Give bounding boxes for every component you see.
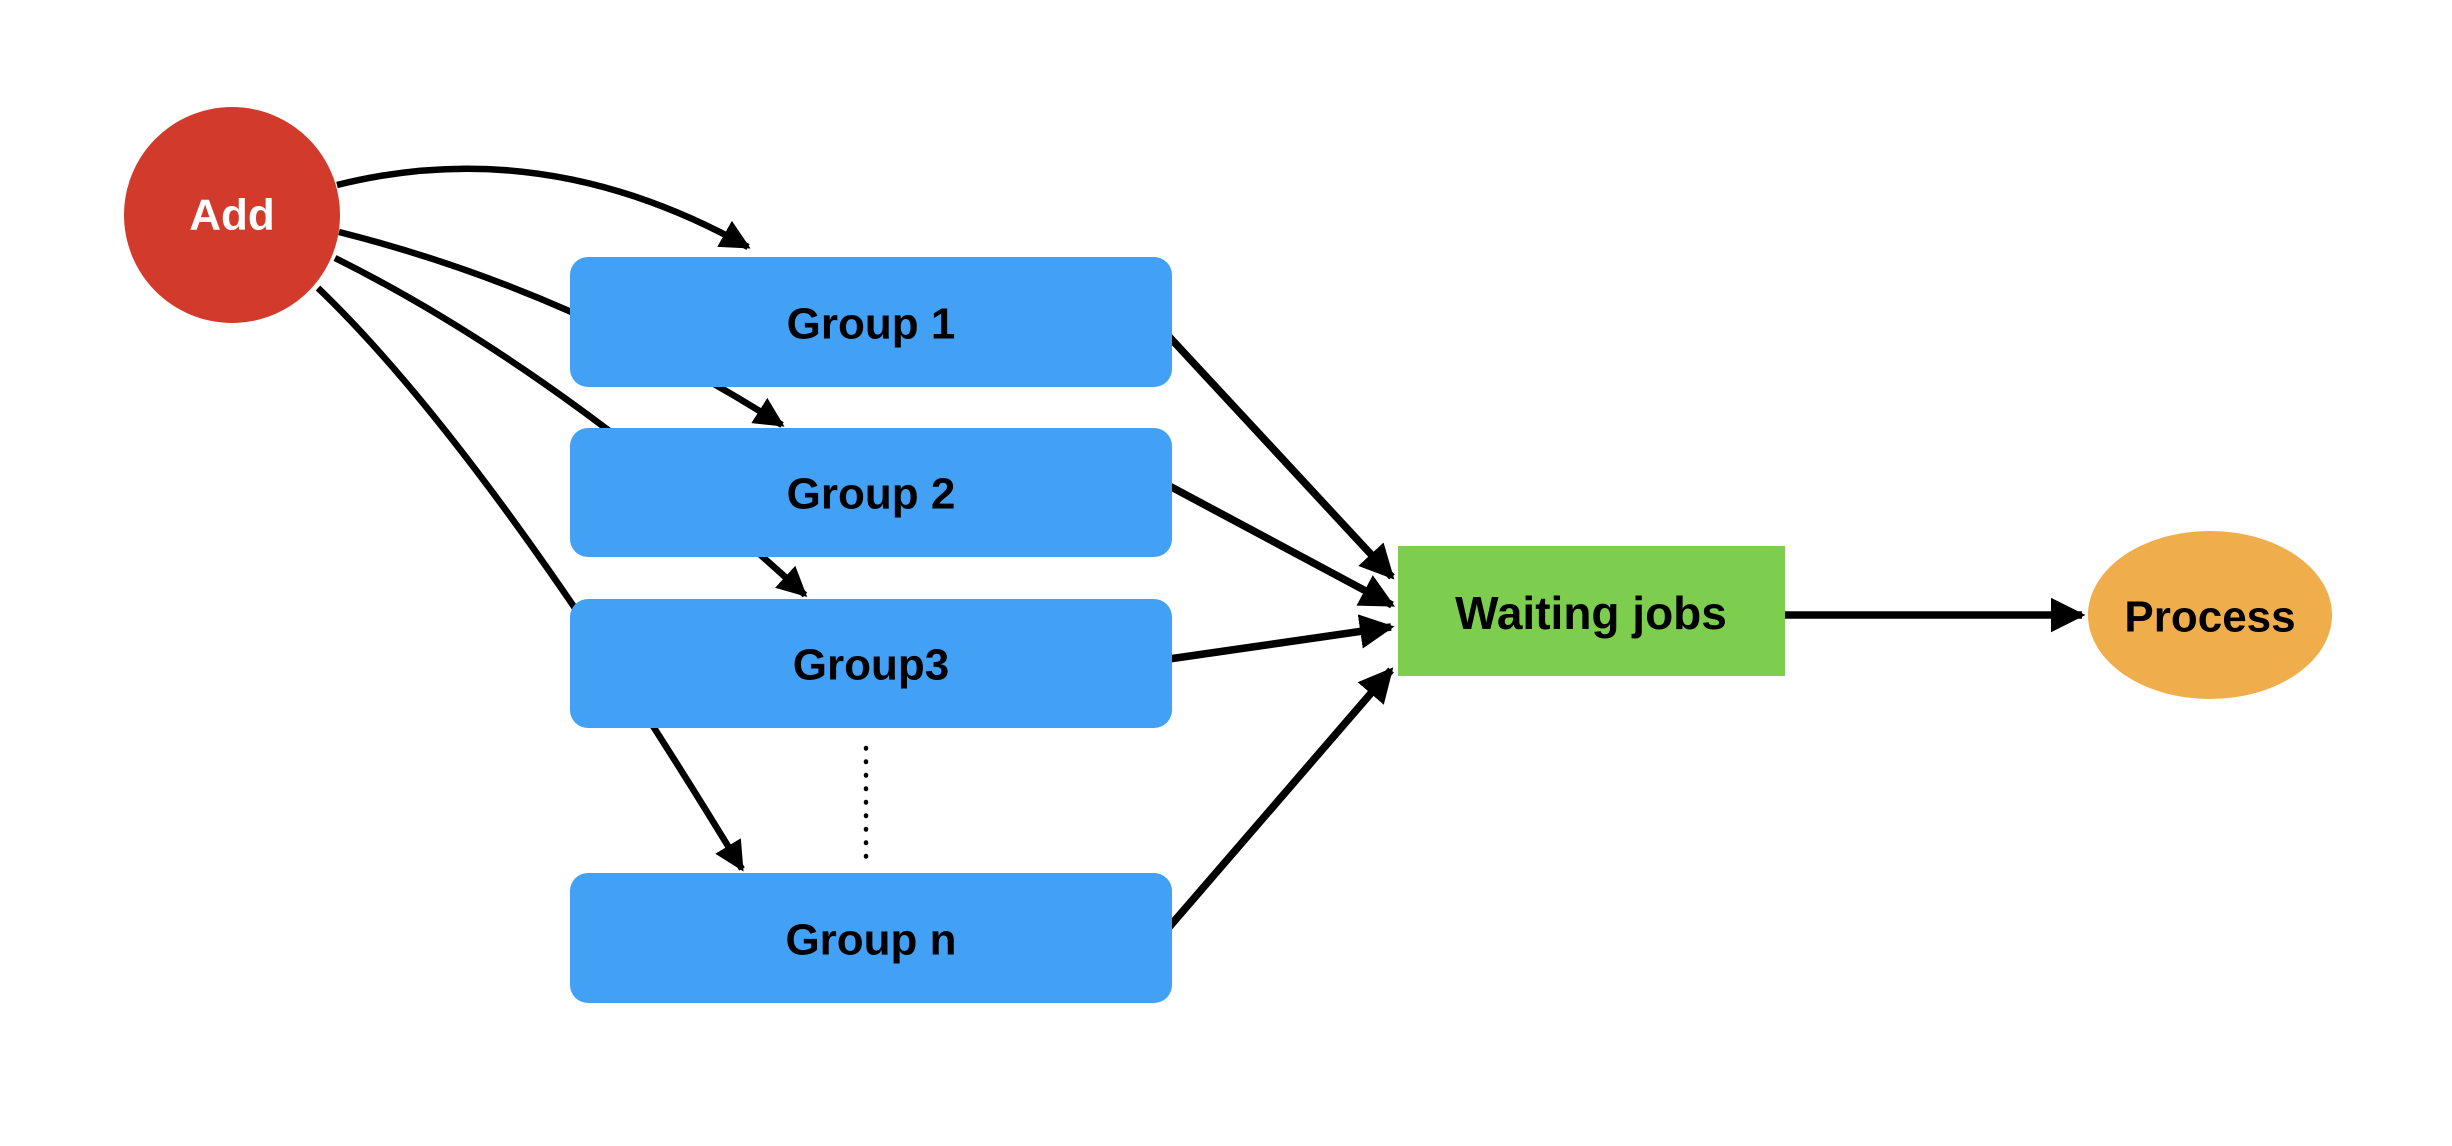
edge-group3-to-waiting bbox=[1161, 614, 1395, 664]
add-node-shape bbox=[124, 107, 340, 323]
edge-group1-to-waiting bbox=[1159, 326, 1395, 580]
waiting-jobs-node: Waiting jobs bbox=[1398, 546, 1785, 676]
edge-add-to-group1 bbox=[336, 165, 751, 250]
waiting-jobs-node-shape bbox=[1398, 546, 1785, 676]
group3-node-shape bbox=[570, 599, 1172, 728]
group3-node: Group3 bbox=[570, 599, 1172, 728]
groupn-node-label: Group n bbox=[785, 916, 956, 965]
waiting-jobs-node-label: Waiting jobs bbox=[1455, 587, 1727, 639]
group2-node: Group 2 bbox=[570, 428, 1172, 557]
edge-groupn-to-waiting bbox=[1155, 667, 1394, 943]
groupn-node: Group n bbox=[570, 873, 1172, 1003]
groupn-node-shape bbox=[570, 873, 1172, 1003]
group1-node: Group 1 bbox=[570, 257, 1172, 387]
edge-group2-to-waiting bbox=[1160, 478, 1396, 609]
group1-node-label: Group 1 bbox=[787, 300, 956, 349]
group3-node-label: Group3 bbox=[793, 641, 949, 690]
group2-node-shape bbox=[570, 428, 1172, 557]
process-node-shape bbox=[2088, 531, 2332, 699]
process-node-label: Process bbox=[2124, 593, 2295, 642]
group2-node-label: Group 2 bbox=[787, 470, 956, 519]
add-node-label: Add bbox=[189, 191, 275, 240]
add-node: Add bbox=[124, 107, 340, 323]
group1-node-shape bbox=[570, 257, 1172, 387]
edge-add-to-group2 bbox=[338, 228, 785, 428]
process-node: Process bbox=[2088, 531, 2332, 699]
edge-add-to-groupn bbox=[315, 285, 745, 872]
